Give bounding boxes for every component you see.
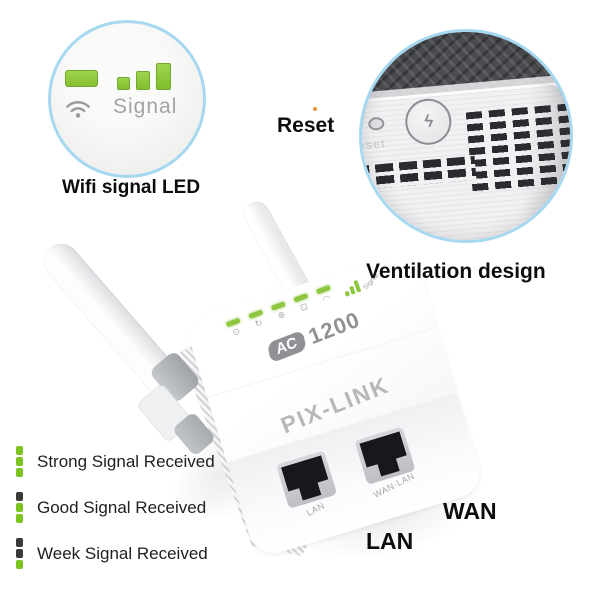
wps-led: ↻ (248, 309, 267, 331)
signal-bars-icon (16, 538, 23, 569)
reset-annotation: Reset (277, 114, 335, 137)
ventilation-callout-circle: Reset ϟ (359, 29, 573, 243)
ac-badge-pill: AC (266, 330, 307, 364)
lan-led: ⊡ (293, 293, 312, 314)
legend-label: Week Signal Received (37, 543, 208, 563)
wan-led: ⊕ (270, 301, 290, 322)
wifi-icon: ◠ (321, 292, 332, 305)
wifi-icon (66, 100, 90, 118)
signal-label: Signal (113, 95, 178, 118)
wps-icon: ↻ (253, 317, 265, 330)
wifi-led: ◠ (315, 284, 335, 306)
power-icon: ⊙ (230, 325, 242, 338)
legend-item-weak: Week Signal Received (16, 538, 215, 569)
power-led: ⊙ (225, 317, 245, 339)
legend-label: Good Signal Received (37, 497, 207, 517)
signal-bars-icon (16, 492, 23, 523)
signal-bars-icon (117, 63, 171, 90)
ventilation-caption: Ventilation design (366, 260, 546, 283)
legend-label: Strong Signal Received (37, 451, 215, 471)
wan-icon: ⊕ (276, 309, 287, 322)
rj45-jack-icon (359, 431, 410, 480)
signal-bars-icon (342, 280, 362, 297)
legend-item-good: Good Signal Received (16, 492, 215, 523)
wifi-led-bar (65, 70, 98, 87)
lan-icon: ⊡ (298, 300, 310, 313)
legend-item-strong: Strong Signal Received (16, 446, 215, 477)
lan-annotation: LAN (366, 528, 414, 554)
orange-speck (313, 107, 317, 111)
lan-port: LAN (275, 450, 341, 521)
signal-legend: Strong Signal Received Good Signal Recei… (16, 446, 215, 569)
wifi-led-caption: Wifi signal LED (61, 177, 201, 198)
wan-annotation: WAN (443, 498, 497, 524)
rj45-jack-icon (281, 455, 332, 504)
circle-rim-shadow (362, 32, 570, 240)
speed-label: 1200 (304, 306, 364, 350)
signal-bars-icon (16, 446, 23, 477)
wan-lan-port: WAN·LAN (354, 426, 419, 500)
wifi-led-callout-circle: Signal (48, 20, 206, 178)
